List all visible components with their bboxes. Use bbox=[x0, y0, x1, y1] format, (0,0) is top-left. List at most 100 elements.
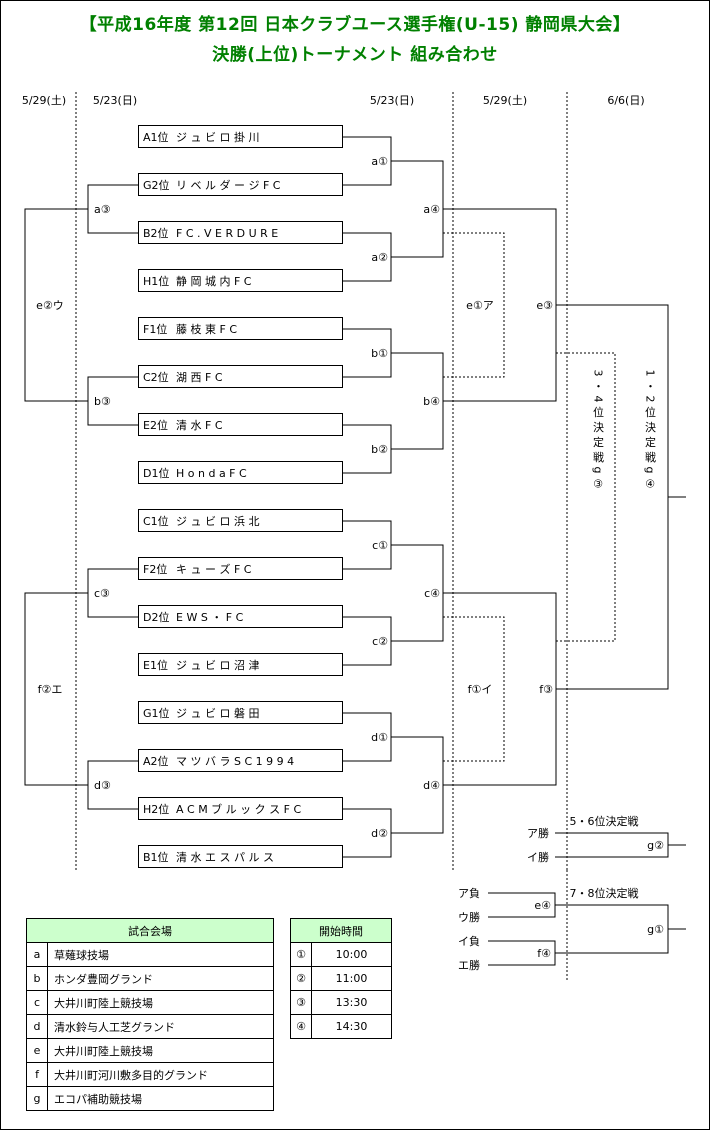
team-box bbox=[138, 365, 343, 388]
final-12-label: 1・2位決定戦g④ bbox=[644, 370, 657, 495]
title-line-1: 【平成16年度 第12回 日本クラブユース選手権(U-15) 静岡県大会】 bbox=[79, 15, 631, 35]
place78-match-e: e④ bbox=[534, 899, 551, 912]
team-name: A C M ブ ル ッ ク ス F C bbox=[176, 802, 301, 816]
venue-name: 大井川町陸上競技場 bbox=[47, 990, 274, 1015]
final-12-bracket bbox=[556, 304, 669, 690]
venue-name: 清水鈴与人工芝グランド bbox=[47, 1014, 274, 1039]
team-box bbox=[138, 461, 343, 484]
consolation-f1 bbox=[443, 616, 505, 762]
r2-match-label: d④ bbox=[423, 779, 440, 792]
r1-match-label: b② bbox=[371, 443, 388, 456]
team-rank: F2位 bbox=[143, 562, 167, 576]
round-date-1: 5/23(日) bbox=[93, 94, 137, 107]
r1-match-label: d② bbox=[371, 827, 388, 840]
team-rank: D1位 bbox=[143, 466, 169, 480]
time-value: 10:00 bbox=[311, 942, 392, 967]
team-rank: H1位 bbox=[143, 274, 169, 288]
place78-entry: イ負 bbox=[458, 935, 480, 948]
team-rank: F1位 bbox=[143, 322, 167, 336]
r1-match-label: b① bbox=[371, 347, 388, 360]
r2-match-label: a④ bbox=[423, 203, 440, 216]
team-rank: D2位 bbox=[143, 610, 169, 624]
team-rank: A1位 bbox=[143, 130, 169, 144]
time-key: ④ bbox=[290, 1014, 312, 1039]
time-value: 13:30 bbox=[311, 990, 392, 1015]
team-name: 清 水 F C bbox=[176, 419, 223, 432]
team-box bbox=[138, 845, 343, 868]
venue-key: c bbox=[26, 990, 48, 1015]
team-box bbox=[138, 173, 343, 196]
venue-key: g bbox=[26, 1086, 48, 1111]
venue-name: 草薙球技場 bbox=[47, 942, 274, 967]
left-final-label: e②ウ bbox=[36, 299, 64, 312]
time-table-header: 開始時間 bbox=[290, 918, 392, 943]
r1-match-label: c① bbox=[372, 539, 388, 552]
team-box bbox=[138, 269, 343, 292]
left-r2-label: a③ bbox=[94, 203, 111, 216]
left-final-bracket bbox=[24, 592, 88, 786]
place78-final-label: g① bbox=[647, 923, 664, 936]
venue-key: d bbox=[26, 1014, 48, 1039]
team-box bbox=[138, 701, 343, 724]
team-name: 清 水 エ ス パ ル ス bbox=[176, 851, 274, 864]
r1-match-label: d① bbox=[371, 731, 388, 744]
team-rank: C1位 bbox=[143, 514, 169, 528]
venue-key: f bbox=[26, 1062, 48, 1087]
place78-title: 7・8位決定戦 bbox=[570, 886, 639, 900]
team-name: キ ュ ー ズ F C bbox=[176, 562, 252, 576]
place56-title: 5・6位決定戦 bbox=[570, 814, 639, 828]
venue-name: エコパ補助競技場 bbox=[47, 1086, 274, 1111]
team-name: F C . V E R D U R E bbox=[176, 227, 278, 240]
team-name: ジ ュ ビ ロ 磐 田 bbox=[176, 706, 259, 720]
title-line-2: 決勝(上位)トーナメント 組み合わせ bbox=[212, 45, 498, 65]
team-rank: G2位 bbox=[143, 178, 170, 192]
consolation-label-e: e①ア bbox=[466, 299, 494, 312]
team-box bbox=[138, 605, 343, 628]
final-34-label: 3・4位決定戦g③ bbox=[592, 370, 605, 495]
venue-name: ホンダ豊岡グランド bbox=[47, 966, 274, 991]
team-rank: E2位 bbox=[143, 418, 168, 432]
team-box bbox=[138, 653, 343, 676]
r1-match-label: a① bbox=[371, 155, 388, 168]
time-value: 11:00 bbox=[311, 966, 392, 991]
consolation-e1 bbox=[443, 232, 505, 378]
venue-name: 大井川町陸上競技場 bbox=[47, 1038, 274, 1063]
time-key: ③ bbox=[290, 990, 312, 1015]
left-r2-label: d③ bbox=[94, 779, 111, 792]
round-date-0: 5/29(土) bbox=[22, 94, 66, 107]
team-name: 静 岡 城 内 F C bbox=[176, 274, 252, 288]
venue-key: a bbox=[26, 942, 48, 967]
team-box bbox=[138, 509, 343, 532]
team-rank: A2位 bbox=[143, 754, 169, 768]
r2-match-label: b④ bbox=[423, 395, 440, 408]
round-date-3: 5/29(土) bbox=[483, 94, 527, 107]
team-rank: C2位 bbox=[143, 370, 169, 384]
venue-key: e bbox=[26, 1038, 48, 1063]
semi-match-label: f③ bbox=[539, 683, 553, 696]
venue-key: b bbox=[26, 966, 48, 991]
place78-entry: ウ勝 bbox=[458, 910, 480, 924]
time-key: ② bbox=[290, 966, 312, 991]
team-rank: E1位 bbox=[143, 658, 168, 672]
team-name: ジ ュ ビ ロ 浜 北 bbox=[176, 515, 259, 528]
venue-table-header: 試合会場 bbox=[26, 918, 274, 943]
place78-entry: ア負 bbox=[458, 887, 480, 900]
team-rank: H2位 bbox=[143, 802, 169, 816]
left-final-bracket bbox=[24, 208, 88, 402]
team-box bbox=[138, 557, 343, 580]
time-value: 14:30 bbox=[311, 1014, 392, 1039]
team-name: リ ベ ル ダ ー ジ F C bbox=[176, 178, 281, 192]
team-box bbox=[138, 221, 343, 244]
r1-match-label: a② bbox=[371, 251, 388, 264]
